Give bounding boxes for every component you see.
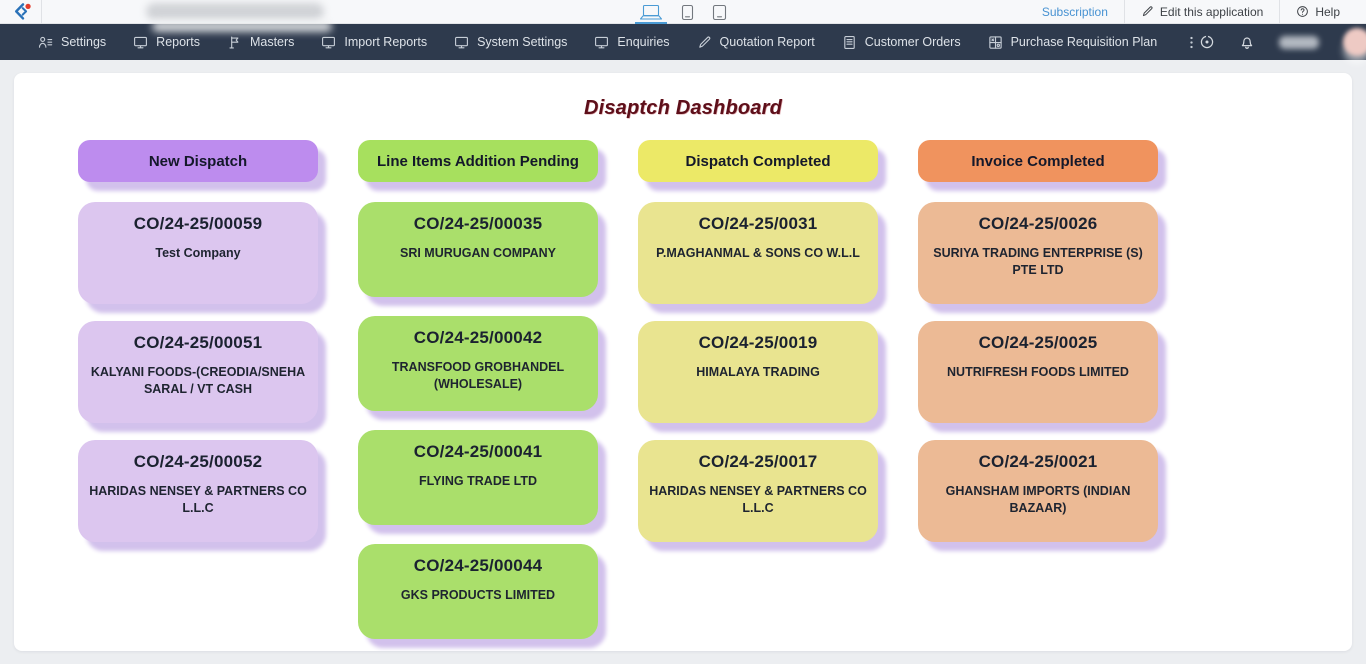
bell-icon[interactable] (1239, 34, 1255, 50)
monitor-icon (594, 35, 609, 50)
company-name: HARIDAS NENSEY & PARTNERS CO L.L.C (649, 484, 867, 515)
nav-item-label: Settings (61, 35, 107, 49)
order-number: CO/24-25/0025 (978, 333, 1098, 352)
pencil-icon (1142, 6, 1153, 17)
phone-icon[interactable] (679, 0, 696, 24)
device-preview-switcher (635, 0, 729, 24)
company-name: SURIYA TRADING ENTERPRISE (S) PTE LTD (933, 246, 1143, 277)
help-icon (1297, 6, 1309, 17)
monitor-icon (321, 35, 336, 50)
order-number: CO/24-25/00059 (133, 214, 263, 233)
column-header-invoice-completed: Invoice Completed (918, 140, 1158, 182)
company-name: Test Company (155, 246, 241, 260)
tablet-icon[interactable] (710, 0, 729, 24)
app-logo-icon[interactable] (12, 1, 33, 22)
company-name: FLYING TRADE LTD (418, 474, 538, 488)
order-number: CO/24-25/00042 (413, 328, 543, 347)
page-title: Disaptch Dashboard (583, 97, 783, 119)
order-number: CO/24-25/00051 (133, 333, 263, 352)
pencil-icon (697, 35, 712, 50)
nav-item-masters[interactable]: Masters (227, 35, 294, 50)
column-header-line-items-addition-pending: Line Items Addition Pending (358, 140, 598, 182)
document-icon (842, 35, 857, 50)
company-name: HARIDAS NENSEY & PARTNERS CO L.L.C (89, 484, 307, 515)
company-name: TRANSFOOD GROBHANDEL (WHOLESALE) (391, 360, 565, 391)
nav-item-purchase-requisition-plan[interactable]: Purchase Requisition Plan (988, 35, 1158, 50)
kebab-menu-icon[interactable] (1184, 35, 1199, 50)
nav-item-reports[interactable]: Reports (133, 35, 200, 50)
nav-item-customer-orders[interactable]: Customer Orders (842, 35, 961, 50)
order-number: CO/24-25/0026 (978, 214, 1098, 233)
company-name: GKS PRODUCTS LIMITED (400, 588, 556, 602)
order-number: CO/24-25/00041 (413, 442, 543, 461)
monitor-icon (133, 35, 148, 50)
divider (41, 0, 42, 24)
nav-item-label: Import Reports (344, 35, 428, 49)
divider (1279, 0, 1281, 24)
order-number: CO/24-25/0019 (698, 333, 818, 352)
user-settings-icon (38, 35, 53, 50)
laptop-icon[interactable] (635, 0, 667, 24)
column-header-dispatch-completed: Dispatch Completed (638, 140, 878, 182)
company-name: HIMALAYA TRADING (696, 365, 820, 379)
blurred-app-name-overlay (152, 21, 332, 32)
nav-item-label: Reports (156, 35, 200, 49)
edit-application-button[interactable]: Edit this application (1125, 5, 1279, 19)
order-number: CO/24-25/0021 (978, 452, 1098, 471)
nav-item-label: System Settings (477, 35, 568, 49)
nav-item-label: Masters (249, 35, 295, 49)
order-number: CO/24-25/00052 (133, 452, 263, 471)
blurred-app-name (146, 3, 324, 20)
flag-icon (227, 35, 242, 50)
order-number: CO/24-25/0017 (698, 452, 818, 471)
company-name: KALYANI FOODS-(CREODIA/SNEHA SARAL / VT … (90, 365, 306, 396)
grid-icon (988, 35, 1003, 50)
blurred-username (1279, 35, 1320, 49)
nav-item-system-settings[interactable]: System Settings (454, 35, 567, 50)
target-icon[interactable] (1199, 34, 1215, 50)
divider (1123, 0, 1125, 24)
column-header-new-dispatch: New Dispatch (78, 140, 318, 182)
order-number: CO/24-25/00044 (413, 556, 543, 575)
subscription-link[interactable]: Subscription (1041, 4, 1108, 19)
monitor-icon (454, 35, 469, 50)
company-name: GHANSHAM IMPORTS (INDIAN BAZAAR) (945, 484, 1131, 515)
nav-item-label: Quotation Report (719, 35, 815, 49)
help-button[interactable]: Help (1280, 5, 1356, 19)
order-number: CO/24-25/0031 (698, 214, 818, 233)
nav-item-settings[interactable]: Settings (38, 35, 106, 50)
user-avatar[interactable] (1343, 28, 1366, 56)
nav-item-enquiries[interactable]: Enquiries (594, 35, 670, 50)
nav-item-label: Enquiries (617, 35, 670, 49)
nav-item-import-reports[interactable]: Import Reports (321, 35, 427, 50)
nav-item-label: Customer Orders (864, 35, 961, 49)
utility-bar: Subscription Edit this application Help (0, 0, 1366, 32)
company-name: SRI MURUGAN COMPANY (399, 246, 557, 260)
nav-item-quotation-report[interactable]: Quotation Report (697, 35, 815, 50)
company-name: P.MAGHANMAL & SONS CO W.L.L (656, 246, 860, 260)
company-name: NUTRIFRESH FOODS LIMITED (947, 365, 1129, 379)
order-number: CO/24-25/00035 (413, 214, 543, 233)
nav-item-label: Purchase Requisition Plan (1010, 35, 1158, 49)
